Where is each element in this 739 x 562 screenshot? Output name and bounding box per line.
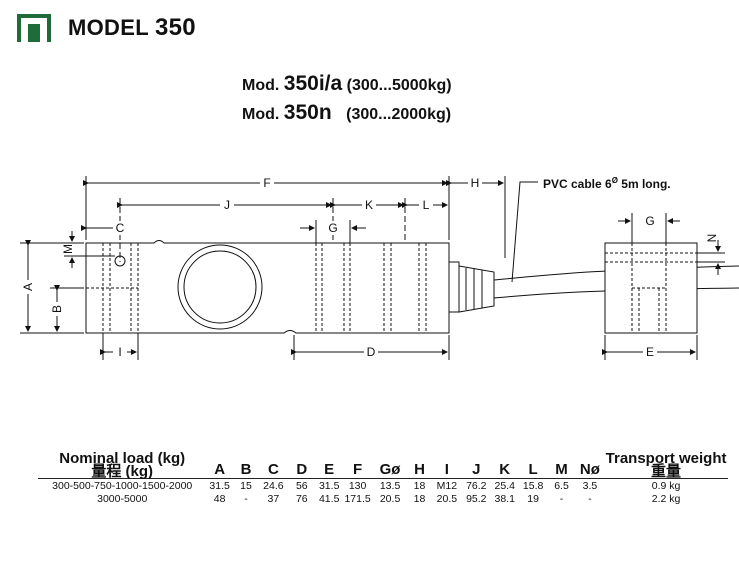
cell: - xyxy=(588,492,592,505)
dim-label-b: B xyxy=(50,305,64,313)
table-separator xyxy=(38,478,728,479)
dim-label-k: K xyxy=(365,198,373,212)
cell: 13.5 xyxy=(379,479,401,492)
cell: 20.5 xyxy=(379,492,401,505)
dim-label-c: C xyxy=(116,221,125,235)
cell: 95.2 xyxy=(466,492,487,505)
dim-label-g: G xyxy=(328,221,337,235)
column-header: M xyxy=(555,461,568,478)
spec-table: Nominal load (kg) 量程 (kg) A B C D E F Gø… xyxy=(38,450,728,505)
dim-label-h: H xyxy=(471,176,480,190)
dim-label-i: I xyxy=(118,345,121,359)
model-variant-2: Mod. 350n (300...2000kg) xyxy=(242,101,451,125)
column-header: Nø xyxy=(579,461,600,478)
column-header: J xyxy=(472,461,481,478)
dim-label-g-side: G xyxy=(645,214,654,228)
cell: 76.2 xyxy=(466,479,487,492)
column-header: Gø xyxy=(379,461,401,478)
cell: 76 xyxy=(295,492,308,505)
cell: 20.5 xyxy=(436,492,458,505)
cell: 41.5 xyxy=(318,492,340,505)
table-row: 3000-5000 48 - 37 76 41.5 171.5 20.5 18 … xyxy=(38,492,728,505)
column-header: B xyxy=(240,461,252,478)
transport-weight-label-cn: 重量 xyxy=(651,463,682,480)
cell: 15 xyxy=(240,479,252,492)
nominal-load-label-cn: 量程 (kg) xyxy=(91,463,154,480)
dim-label-m: M xyxy=(61,244,75,254)
brand-logo-icon xyxy=(17,14,51,42)
cell: - xyxy=(244,492,248,505)
cable-note: PVC cable 6Ø 5m long. xyxy=(543,176,671,191)
model-number: 350 xyxy=(154,14,196,41)
row-load: 3000-5000 xyxy=(97,492,148,505)
cell: 48 xyxy=(213,492,226,505)
cell: 130 xyxy=(348,479,367,492)
column-header: F xyxy=(353,461,363,478)
dim-label-j: J xyxy=(224,198,230,212)
column-header: I xyxy=(444,461,449,478)
column-header: H xyxy=(414,461,425,478)
dim-label-f: F xyxy=(263,176,270,190)
cell: 18 xyxy=(413,492,426,505)
cell: 18 xyxy=(413,479,426,492)
technical-drawing: F H J K L C G A B M I D G E N xyxy=(20,176,739,360)
cell: 31.5 xyxy=(209,479,230,492)
cable-note-post: 5m long. xyxy=(617,177,671,191)
model-variant-range: (300...5000kg) xyxy=(346,77,452,94)
dim-label-n: N xyxy=(705,234,719,243)
column-header: A xyxy=(214,461,226,478)
cell: 15.8 xyxy=(522,479,544,492)
model-variant-prefix: Mod. xyxy=(242,77,280,94)
cell: 38.1 xyxy=(494,492,515,505)
cell: 56 xyxy=(295,479,308,492)
column-header: L xyxy=(528,461,538,478)
model-variant-name: 350n xyxy=(283,101,332,124)
dim-label-a: A xyxy=(21,283,35,291)
cell: 6.5 xyxy=(554,479,569,492)
nominal-load-label: Nominal load (kg) xyxy=(59,450,186,467)
page-title: MODEL 350 xyxy=(68,14,196,42)
row-weight: 0.9 kg xyxy=(651,479,681,492)
column-header: K xyxy=(499,461,511,478)
cell: 25.4 xyxy=(494,479,515,492)
cell: - xyxy=(559,492,564,505)
column-header: C xyxy=(267,461,279,478)
model-variant-name: 350i/a xyxy=(283,72,343,95)
cell: 31.5 xyxy=(318,479,340,492)
cell: 171.5 xyxy=(344,492,371,505)
transport-weight-label: Transport weight xyxy=(605,450,727,467)
cell: 3.5 xyxy=(582,479,598,492)
model-variant-1: Mod. 350i/a (300...5000kg) xyxy=(242,72,452,96)
cell: 24.6 xyxy=(263,479,284,492)
model-variant-prefix: Mod. xyxy=(242,106,280,123)
table-row: 300-500-750-1000-1500-2000 31.5 15 24.6 … xyxy=(38,479,728,492)
row-load: 300-500-750-1000-1500-2000 xyxy=(52,479,193,492)
cell: 19 xyxy=(527,492,539,505)
nominal-load-header: Nominal load (kg) 量程 (kg) xyxy=(38,450,206,480)
cable-note-pre: PVC cable 6 xyxy=(543,177,612,191)
transport-weight-header: Transport weight 重量 xyxy=(604,450,728,480)
column-header: E xyxy=(324,461,335,478)
model-variant-range: (300...2000kg) xyxy=(346,106,452,123)
dim-label-d: D xyxy=(367,345,376,359)
cell: M12 xyxy=(436,479,458,492)
diameter-symbol: Ø xyxy=(611,176,618,185)
dim-label-l: L xyxy=(423,198,430,212)
cell: 37 xyxy=(267,492,280,505)
dim-label-e: E xyxy=(646,345,654,359)
row-weight: 2.2 kg xyxy=(651,492,681,505)
model-label: MODEL xyxy=(68,15,149,40)
table-header-row: Nominal load (kg) 量程 (kg) A B C D E F Gø… xyxy=(38,450,728,480)
column-header: D xyxy=(296,461,308,478)
